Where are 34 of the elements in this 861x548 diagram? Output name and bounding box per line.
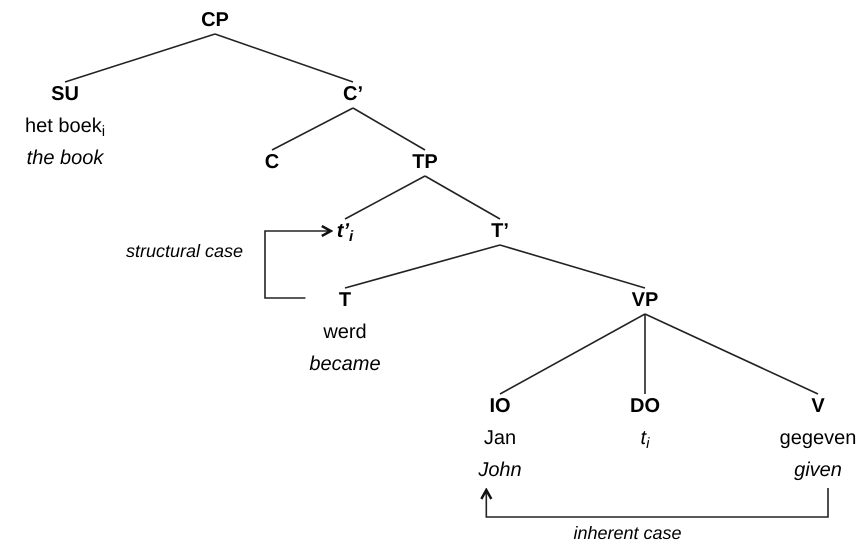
category-label: SU [51, 82, 79, 107]
tree-branch [352, 107, 426, 151]
gloss-text: became [309, 352, 381, 377]
tree-branch [272, 107, 354, 151]
category-label: t’$_{i}$ [336, 219, 354, 247]
category-label: C’ [343, 82, 363, 107]
word-text: Jan [484, 426, 516, 451]
word-text: gegeven [780, 426, 856, 451]
category-label: C [264, 150, 280, 175]
tree-branch [214, 33, 354, 83]
tree-branch [500, 313, 646, 395]
tree-branch [344, 175, 426, 220]
tree-branch [644, 313, 818, 395]
case-arrow [480, 488, 829, 518]
category-label: DO [630, 394, 660, 419]
tree-branch [644, 314, 646, 394]
category-label: TP [412, 150, 438, 175]
category-label: T [338, 288, 352, 313]
tree-branch [424, 175, 500, 220]
category-label: IO [489, 394, 511, 419]
word-text: het boek$_{i}$ [24, 114, 106, 142]
category-label: T’ [491, 219, 509, 244]
tree-branch [344, 244, 500, 289]
category-label: CP [201, 8, 229, 33]
gloss-text: the book [26, 146, 104, 171]
word-text: t$_{i}$ [640, 426, 650, 454]
gloss-text: John [478, 458, 522, 483]
category-label: VP [632, 288, 658, 313]
gloss-text: given [794, 458, 842, 483]
word-text: werd [323, 320, 367, 345]
tree-branch [64, 33, 216, 83]
tree-branch [500, 244, 646, 289]
category-label: V [811, 394, 825, 419]
case-arrow [264, 224, 332, 299]
